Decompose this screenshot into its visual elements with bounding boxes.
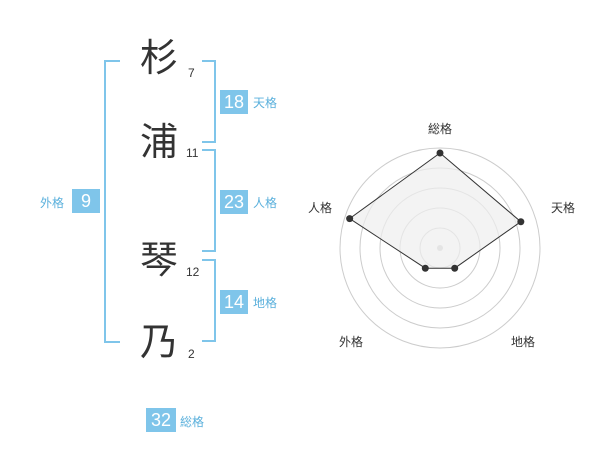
radar-label-soukaku: 総格	[428, 122, 453, 136]
radar-point-4	[421, 264, 429, 272]
tenkaku-value: 18	[220, 90, 248, 114]
radar-label-chikaku: 地格	[511, 335, 536, 349]
radar-area	[348, 152, 522, 269]
name-char-2: 浦	[140, 120, 179, 164]
soukaku-label: 総格	[180, 415, 205, 429]
name-char-3: 琴	[140, 238, 179, 282]
gaikaku-bracket	[104, 60, 120, 343]
chikaku-label: 地格	[253, 296, 278, 310]
jinkaku-value: 23	[220, 190, 248, 214]
radar-label-gaikaku: 外格	[339, 335, 364, 349]
gaikaku-label: 外格	[40, 196, 65, 210]
stroke-count-4: 2	[188, 347, 195, 361]
stroke-count-3: 12	[186, 265, 200, 279]
radar-point-1	[436, 149, 444, 157]
name-char-1: 杉	[140, 36, 179, 80]
chikaku-bracket	[202, 259, 216, 342]
radar-point-2	[517, 218, 525, 226]
radar-point-3	[451, 264, 459, 272]
name-char-4: 乃	[140, 320, 179, 364]
tenkaku-bracket	[202, 60, 216, 143]
radar-point-5	[346, 215, 354, 223]
radar-label-tenkaku: 天格	[551, 201, 576, 215]
gaikaku-value: 9	[72, 189, 100, 213]
tenkaku-label: 天格	[253, 96, 278, 110]
soukaku-value: 32	[146, 408, 176, 432]
jinkaku-label: 人格	[253, 196, 278, 210]
chikaku-value: 14	[220, 290, 248, 314]
stroke-count-2: 11	[186, 146, 199, 160]
radar-label-jinkaku: 人格	[308, 201, 333, 215]
radar-ring	[339, 147, 541, 349]
stroke-count-1: 7	[188, 66, 195, 80]
jinkaku-bracket	[202, 149, 216, 252]
